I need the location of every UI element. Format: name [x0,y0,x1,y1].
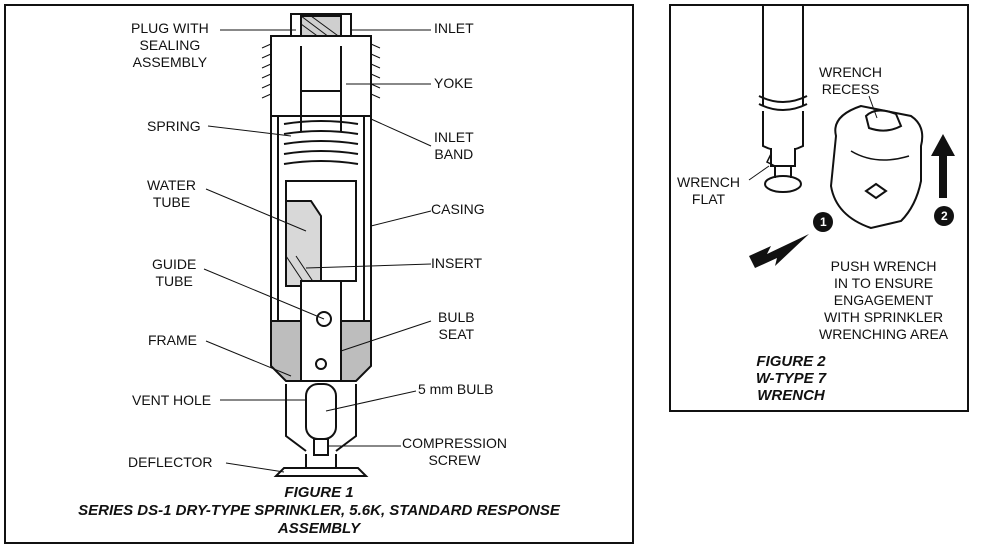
spring-coils [283,120,359,165]
label-casing: CASING [431,201,485,217]
label-vent-hole: VENT HOLE [132,392,212,408]
w-type-wrench [829,104,924,230]
frame-left [270,320,302,382]
step-1-number: 1 [820,215,827,229]
vent-hole [315,358,327,370]
label-yoke: YOKE [434,75,473,91]
insert-body [285,200,322,287]
label-frame: FRAME [148,332,197,348]
compression-screw [313,438,329,456]
fig2-leader-lines [748,95,878,181]
step-2-number: 2 [941,209,948,223]
arrow-1 [749,234,809,268]
leader-lines [203,29,432,473]
yoke-housing [270,35,372,117]
frame-arm-right [335,384,357,452]
label-insert: INSERT [431,255,483,271]
frame-arm-left [285,384,307,452]
label-deflector: DEFLECTOR [128,454,213,470]
wrench-drawing [748,6,955,268]
arrow-2 [931,134,955,198]
label-bulb: 5 mm BULB [418,381,494,397]
step-2-badge [934,206,954,226]
small-deflector [764,175,802,193]
step-1-badge [813,212,833,232]
dry-sprinkler-drawing [203,13,432,477]
frame-right [340,320,372,382]
label-inlet: INLET [434,20,474,36]
label-spring: SPRING [147,118,201,134]
instruction-text: PUSH WRENCH IN TO ENSURE ENGAGEMENT WITH… [819,258,949,342]
deflector [273,467,369,477]
figure-2-caption: FIGURE 2 W-TYPE 7 WRENCH [755,353,827,404]
glass-bulb [305,383,337,440]
figure-1-caption: FIGURE 1 SERIES DS-1 DRY-TYPE SPRINKLER,… [78,484,560,537]
inlet-threads [261,43,381,99]
